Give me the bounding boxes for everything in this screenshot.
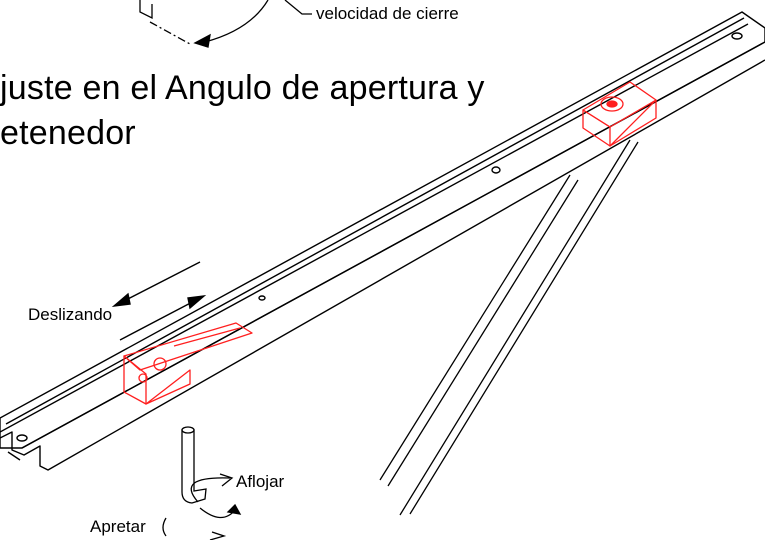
closing-speed-leader: [284, 0, 312, 15]
title-line-1: juste en el Angulo de apertura y: [0, 69, 485, 107]
fixed-stopper: [582, 81, 657, 147]
tighten-label: Apretar: [90, 517, 146, 536]
support-rods: [379, 139, 639, 516]
loosen-label: Aflojar: [236, 472, 285, 491]
sliding-label: Deslizando: [28, 305, 113, 324]
hex-key-icon: [181, 426, 207, 504]
sliding-stopper: [123, 322, 253, 405]
rotation-arrows: [162, 473, 242, 540]
title-line-2: etenedor: [0, 114, 136, 152]
closing-speed-label: velocidad de cierre: [316, 4, 459, 23]
sliding-arrows: [111, 261, 207, 341]
upper-figure-fragment: [139, 0, 269, 48]
